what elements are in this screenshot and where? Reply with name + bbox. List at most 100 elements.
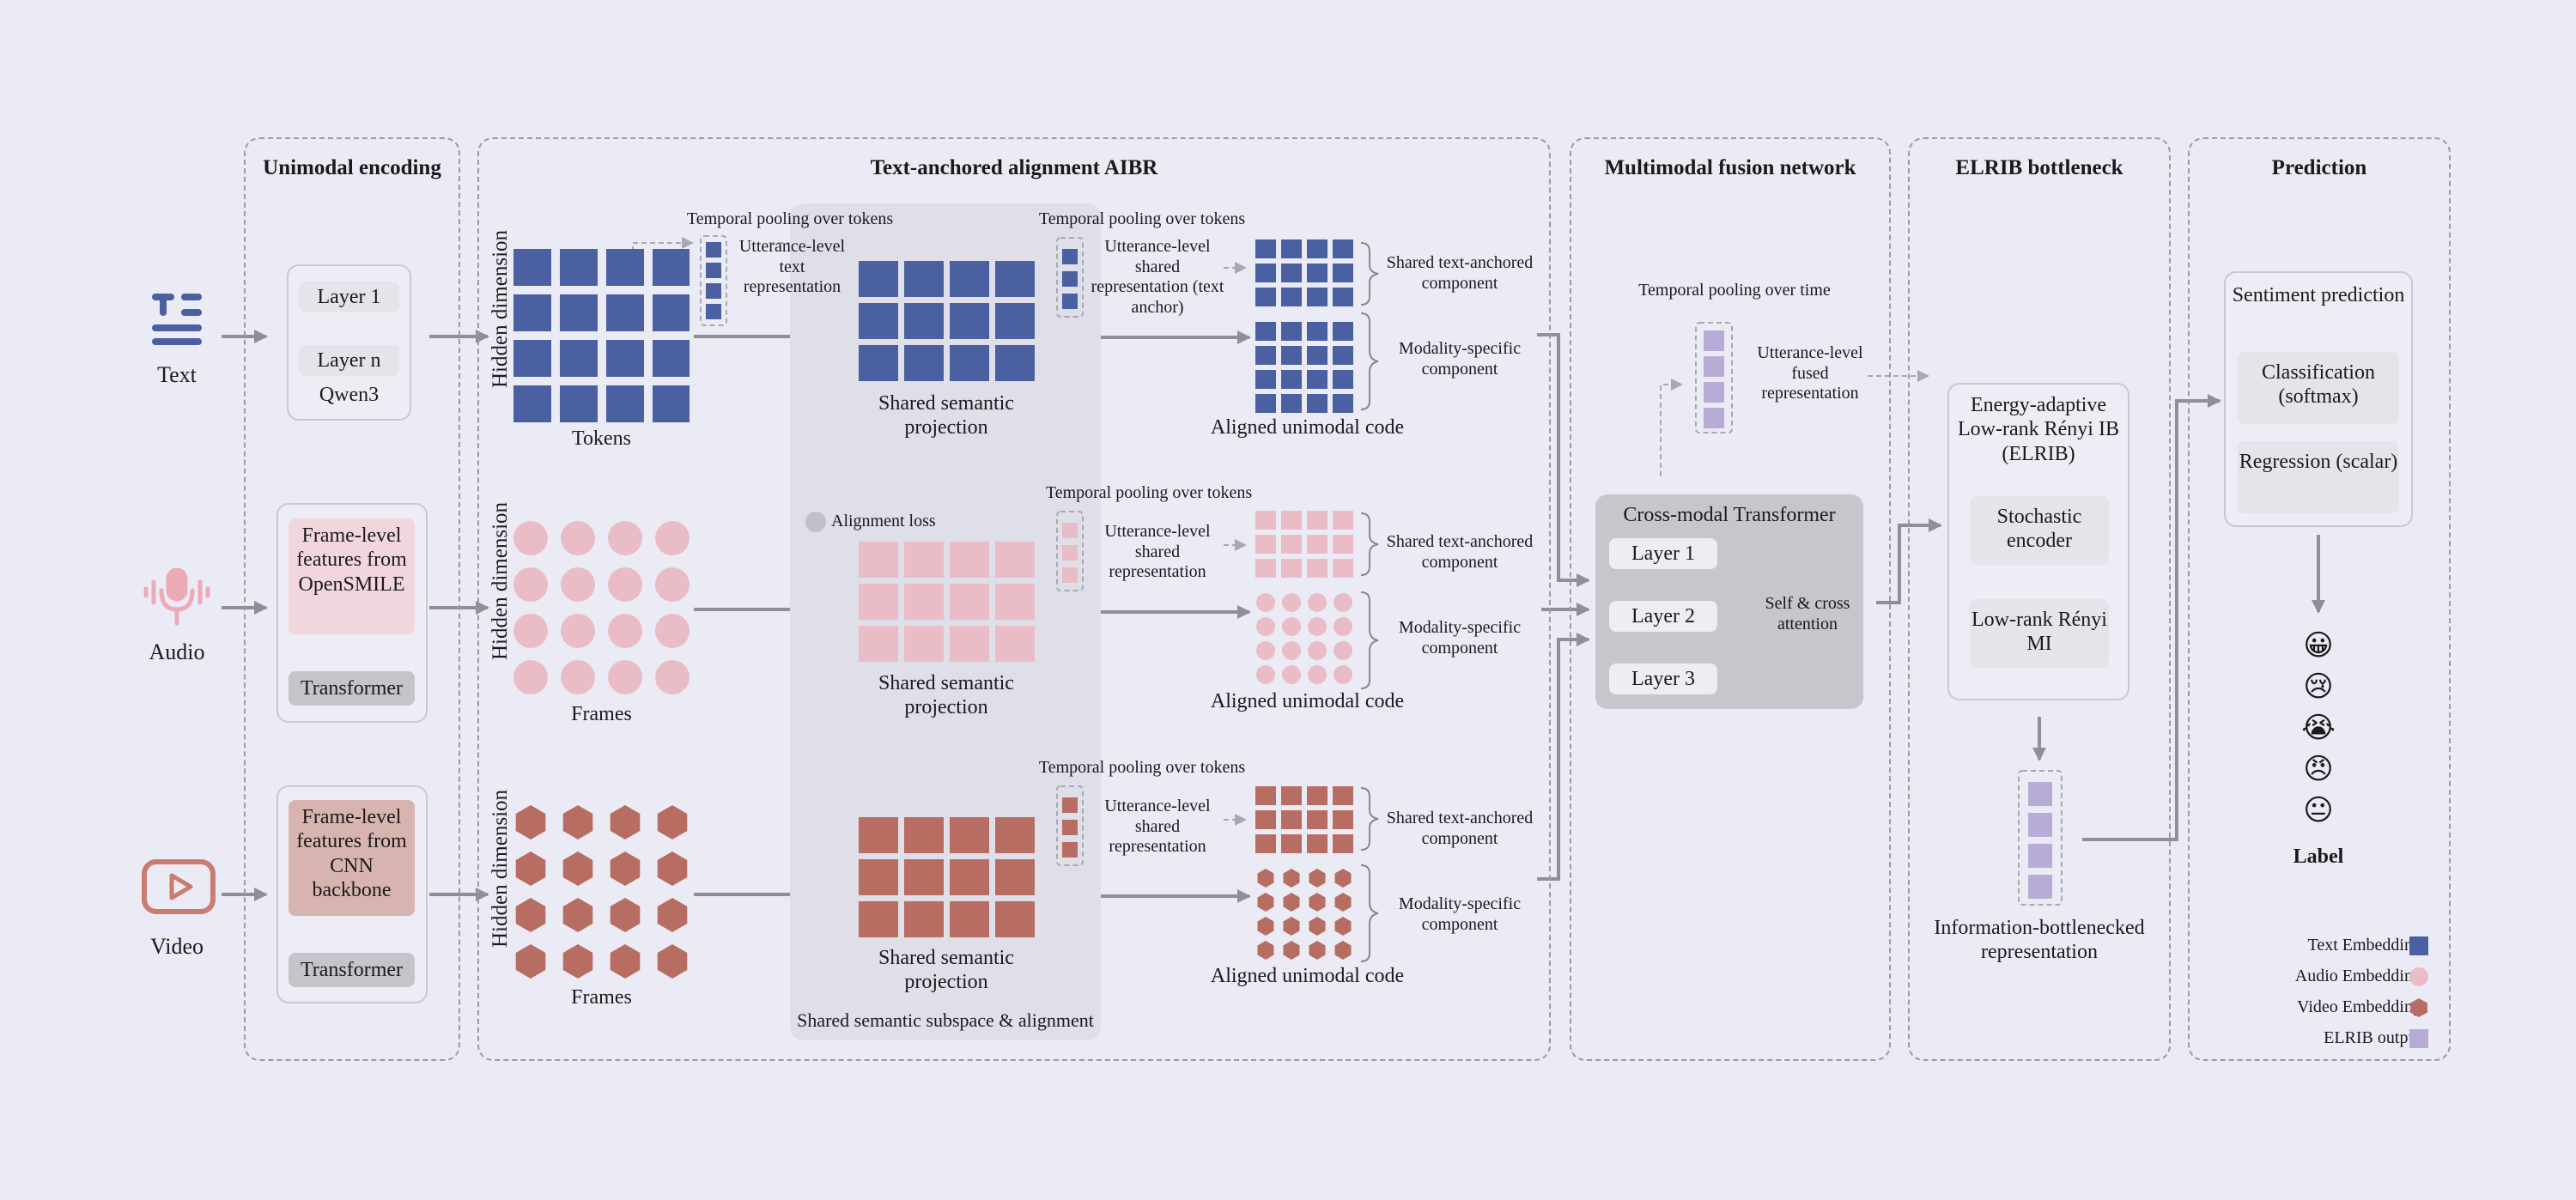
audio-projection-cell	[904, 584, 944, 620]
text-projection-cell	[995, 261, 1035, 297]
utterance-shared-anchor-label: Utterance-level shared representation (t…	[1091, 237, 1224, 317]
vector-cell	[1062, 294, 1078, 309]
text-shared-projection-grid	[859, 261, 1035, 381]
fusion-layer-3: Layer 3	[1609, 664, 1717, 695]
video-encoder-model: Transformer	[289, 953, 415, 988]
specific-code-cell	[1308, 665, 1327, 684]
text-projection-cell	[904, 303, 944, 339]
text-token-embedding-grid	[513, 249, 690, 422]
audio-frame-cell	[608, 521, 642, 555]
utterance-shared-label-video: Utterance-level shared representation	[1104, 797, 1211, 857]
legend-text-embedding-label: Text Embedding	[2307, 936, 2421, 955]
specific-code-cell	[1334, 617, 1352, 636]
shared-subspace-label: Shared semantic subspace & alignment	[797, 1009, 1094, 1031]
video-projection-cell	[995, 901, 1035, 937]
alignment-loss-label: Alignment loss	[831, 512, 936, 530]
video-frame-cell	[515, 852, 546, 886]
audio-frame-cell	[655, 567, 690, 602]
vector-dashed-frame	[1056, 237, 1084, 318]
specific-code-cell	[1333, 346, 1353, 365]
video-frames-label: Frames	[571, 986, 632, 1009]
video-frame-cell	[657, 852, 688, 886]
shared-component-label-audio: Shared text-anchored component	[1386, 532, 1534, 572]
panel-prediction	[2188, 137, 2451, 1061]
video-frame-cell	[610, 805, 641, 839]
audio-frame-cell	[608, 660, 642, 694]
text-token-cell	[653, 340, 690, 377]
video-frame-cell	[610, 852, 641, 886]
text-token-cell	[606, 249, 644, 286]
text-projection-cell	[950, 345, 989, 381]
shared-code-cell	[1255, 535, 1276, 554]
sentiment-prediction-title: Sentiment prediction	[2232, 284, 2405, 306]
shared-code-cell	[1333, 559, 1353, 578]
fused-representation-vector	[1695, 322, 1733, 433]
vector-dashed-frame	[2018, 770, 2063, 906]
information-bottlenecked-label: Information-bottlenecked representation	[1934, 917, 2145, 964]
audio-frame-cell	[513, 614, 548, 648]
specific-code-cell	[1309, 893, 1326, 912]
video-projection-cell	[904, 817, 944, 853]
specific-code-cell	[1256, 665, 1275, 684]
specific-code-cell	[1281, 370, 1302, 389]
vector-cell	[706, 283, 721, 299]
audio-frame-cell	[655, 614, 690, 648]
legend-elrib-output-label: ELRIB output	[2324, 1028, 2421, 1047]
panel-title-elrib: ELRIB bottleneck	[1955, 156, 2123, 179]
vector-dashed-frame	[700, 235, 727, 326]
text-projection-cell	[859, 345, 898, 381]
video-projection-cell	[904, 859, 944, 895]
specific-code-cell	[1283, 941, 1300, 960]
specific-code-cell	[1333, 370, 1353, 389]
shared-code-cell	[1255, 786, 1276, 805]
specific-code-cell	[1257, 893, 1274, 912]
shared-projection-label-text: Shared semantic projection	[878, 392, 1014, 439]
shared-code-cell	[1307, 288, 1327, 306]
shared-text-anchor-vector	[1056, 237, 1084, 318]
shared-code-cell	[1333, 535, 1353, 554]
specific-code-cell	[1309, 917, 1326, 936]
low-rank-renyi-mi-box: Low-rank Rényi MI	[1970, 599, 2109, 668]
text-token-cell	[513, 340, 551, 377]
text-token-cell	[560, 294, 598, 331]
legend-elrib-output-swatch	[2409, 1029, 2428, 1048]
video-frame-cell	[515, 944, 546, 979]
specific-code-cell	[1308, 593, 1327, 612]
video-projection-cell	[859, 859, 898, 895]
tokens-label: Tokens	[572, 427, 631, 450]
shared-code-cell	[1333, 511, 1353, 530]
text-encoder-layer1: Layer 1	[299, 282, 399, 313]
specific-code-cell	[1334, 593, 1352, 612]
audio-frame-cell	[561, 660, 595, 694]
audio-projection-cell	[995, 626, 1035, 662]
pool-tokens-label-audio: Temporal pooling over tokens	[1045, 483, 1253, 502]
specific-code-cell	[1255, 394, 1276, 413]
aligned-code-label-audio: Aligned unimodal code	[1210, 690, 1405, 712]
shared-code-cell	[1333, 786, 1353, 805]
vector-cell	[2028, 782, 2052, 806]
audio-frame-cell	[513, 660, 548, 694]
stochastic-encoder-box: Stochastic encoder	[1970, 496, 2109, 565]
text-encoder-layern: Layer n	[299, 345, 399, 377]
shared-code-cell	[1281, 786, 1302, 805]
specific-code-cell	[1334, 665, 1352, 684]
pool-tokens-label-text: Temporal pooling over tokens	[686, 209, 894, 228]
video-frame-embedding-grid	[515, 805, 688, 979]
shared-code-cell	[1281, 535, 1302, 554]
audio-frame-cell	[608, 567, 642, 602]
shared-code-cell	[1307, 559, 1327, 578]
utterance-shared-label-audio: Utterance-level shared representation	[1104, 522, 1211, 582]
vector-cell	[1704, 330, 1724, 351]
video-projection-cell	[995, 817, 1035, 853]
specific-code-cell	[1309, 941, 1326, 960]
text-token-cell	[560, 249, 598, 286]
specific-code-cell	[1334, 869, 1352, 888]
shared-code-cell	[1333, 239, 1353, 258]
video-frame-cell	[657, 898, 688, 932]
vector-cell	[706, 242, 721, 258]
aligned-code-label-video: Aligned unimodal code	[1210, 965, 1405, 987]
panel-title-prediction: Prediction	[2271, 156, 2367, 179]
video-aligned-code-grid	[1255, 786, 1353, 960]
hidden-dimension-label-audio: Hidden dimension	[489, 501, 512, 660]
panel-title-unimodal: Unimodal encoding	[263, 156, 441, 179]
